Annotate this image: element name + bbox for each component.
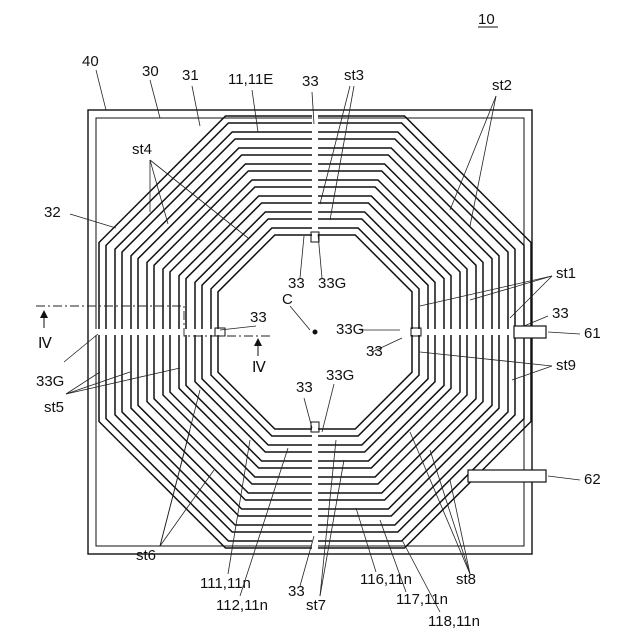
label-gap-g-right: 33G (336, 321, 364, 338)
label-gap-bottom: 33 (288, 583, 305, 600)
leader-line (410, 432, 470, 574)
gap-bottom (312, 428, 318, 552)
label-slit-group-4: st4 (132, 141, 152, 158)
leader-line (192, 86, 200, 126)
label-section-left: Ⅳ (38, 335, 52, 352)
label-slit-group-8: st8 (456, 571, 476, 588)
diagram-structure (36, 110, 546, 554)
label-slit-group-9: st9 (556, 357, 576, 374)
gap-top (312, 112, 318, 236)
leader-line (548, 332, 580, 334)
label-insulator: 31 (182, 67, 199, 84)
gap-left (95, 329, 219, 335)
label-slit-group-5: st5 (44, 399, 64, 416)
leader-line (330, 86, 354, 220)
leader-line (70, 214, 116, 228)
leader-line (356, 508, 376, 572)
label-coil-111: 111,11n (200, 575, 251, 592)
label-coil-117: 117,11n (396, 591, 448, 608)
label-coil-unit: 30 (142, 63, 159, 80)
label-gap-g-bottom: 33G (326, 367, 354, 384)
label-slit-group-1: st1 (556, 265, 576, 282)
leader-line (322, 384, 334, 432)
label-center: C (282, 291, 293, 308)
label-gap-top: 33 (302, 73, 319, 90)
leader-line (524, 316, 548, 326)
center-point (313, 330, 318, 335)
label-coil-112: 112,11n (216, 597, 268, 614)
leader-line (290, 306, 310, 330)
label-terminal-1: 61 (584, 325, 601, 342)
leader-line (548, 476, 580, 480)
label-terminal-2: 62 (584, 471, 601, 488)
label-outer-coil: 11,11E (228, 71, 273, 88)
label-slit-group-6: st6 (136, 547, 156, 564)
leader-line (450, 96, 496, 210)
terminal-62 (468, 470, 546, 482)
label-gap-center-top: 33 (288, 275, 305, 292)
leader-line (96, 70, 106, 110)
section-arrowhead-right (254, 338, 262, 346)
leader-line (150, 80, 160, 118)
leader-line (66, 372, 130, 394)
label-gap-g-center-top: 33G (318, 275, 346, 292)
leader-line (300, 236, 304, 278)
leader-line (66, 372, 100, 394)
label-coil-116: 116,11n (360, 571, 412, 588)
terminal-61 (514, 326, 546, 338)
label-gap-left-inner: 33 (250, 309, 267, 326)
diagram-labels: 10 40 30 31 11,11E 33 st3 st2 st4 32 st1… (36, 11, 601, 630)
label-gap-right: 33 (552, 305, 569, 322)
label-substrate: 40 (82, 53, 99, 70)
leader-line (304, 398, 312, 428)
label-gap-right-inner: 33 (366, 343, 383, 360)
label-gap-g-left: 33G (36, 373, 64, 390)
label-slit-group-7: st7 (306, 597, 326, 614)
label-coil-118: 118,11n (428, 613, 480, 630)
leader-line (470, 96, 496, 226)
leader-line (300, 536, 314, 586)
leader-line (430, 450, 470, 574)
label-gap-bottom-inner: 33 (296, 379, 313, 396)
section-arrowhead-left (40, 310, 48, 318)
leader-line (64, 334, 98, 362)
label-section-right: Ⅳ (252, 359, 266, 376)
leader-line (318, 234, 322, 278)
leader-line (252, 90, 258, 132)
figure-number: 10 (478, 11, 495, 28)
label-slit-group-3: st3 (344, 67, 364, 84)
leader-line (450, 480, 470, 574)
label-edge: 32 (44, 204, 61, 221)
label-slit-group-2: st2 (492, 77, 512, 94)
